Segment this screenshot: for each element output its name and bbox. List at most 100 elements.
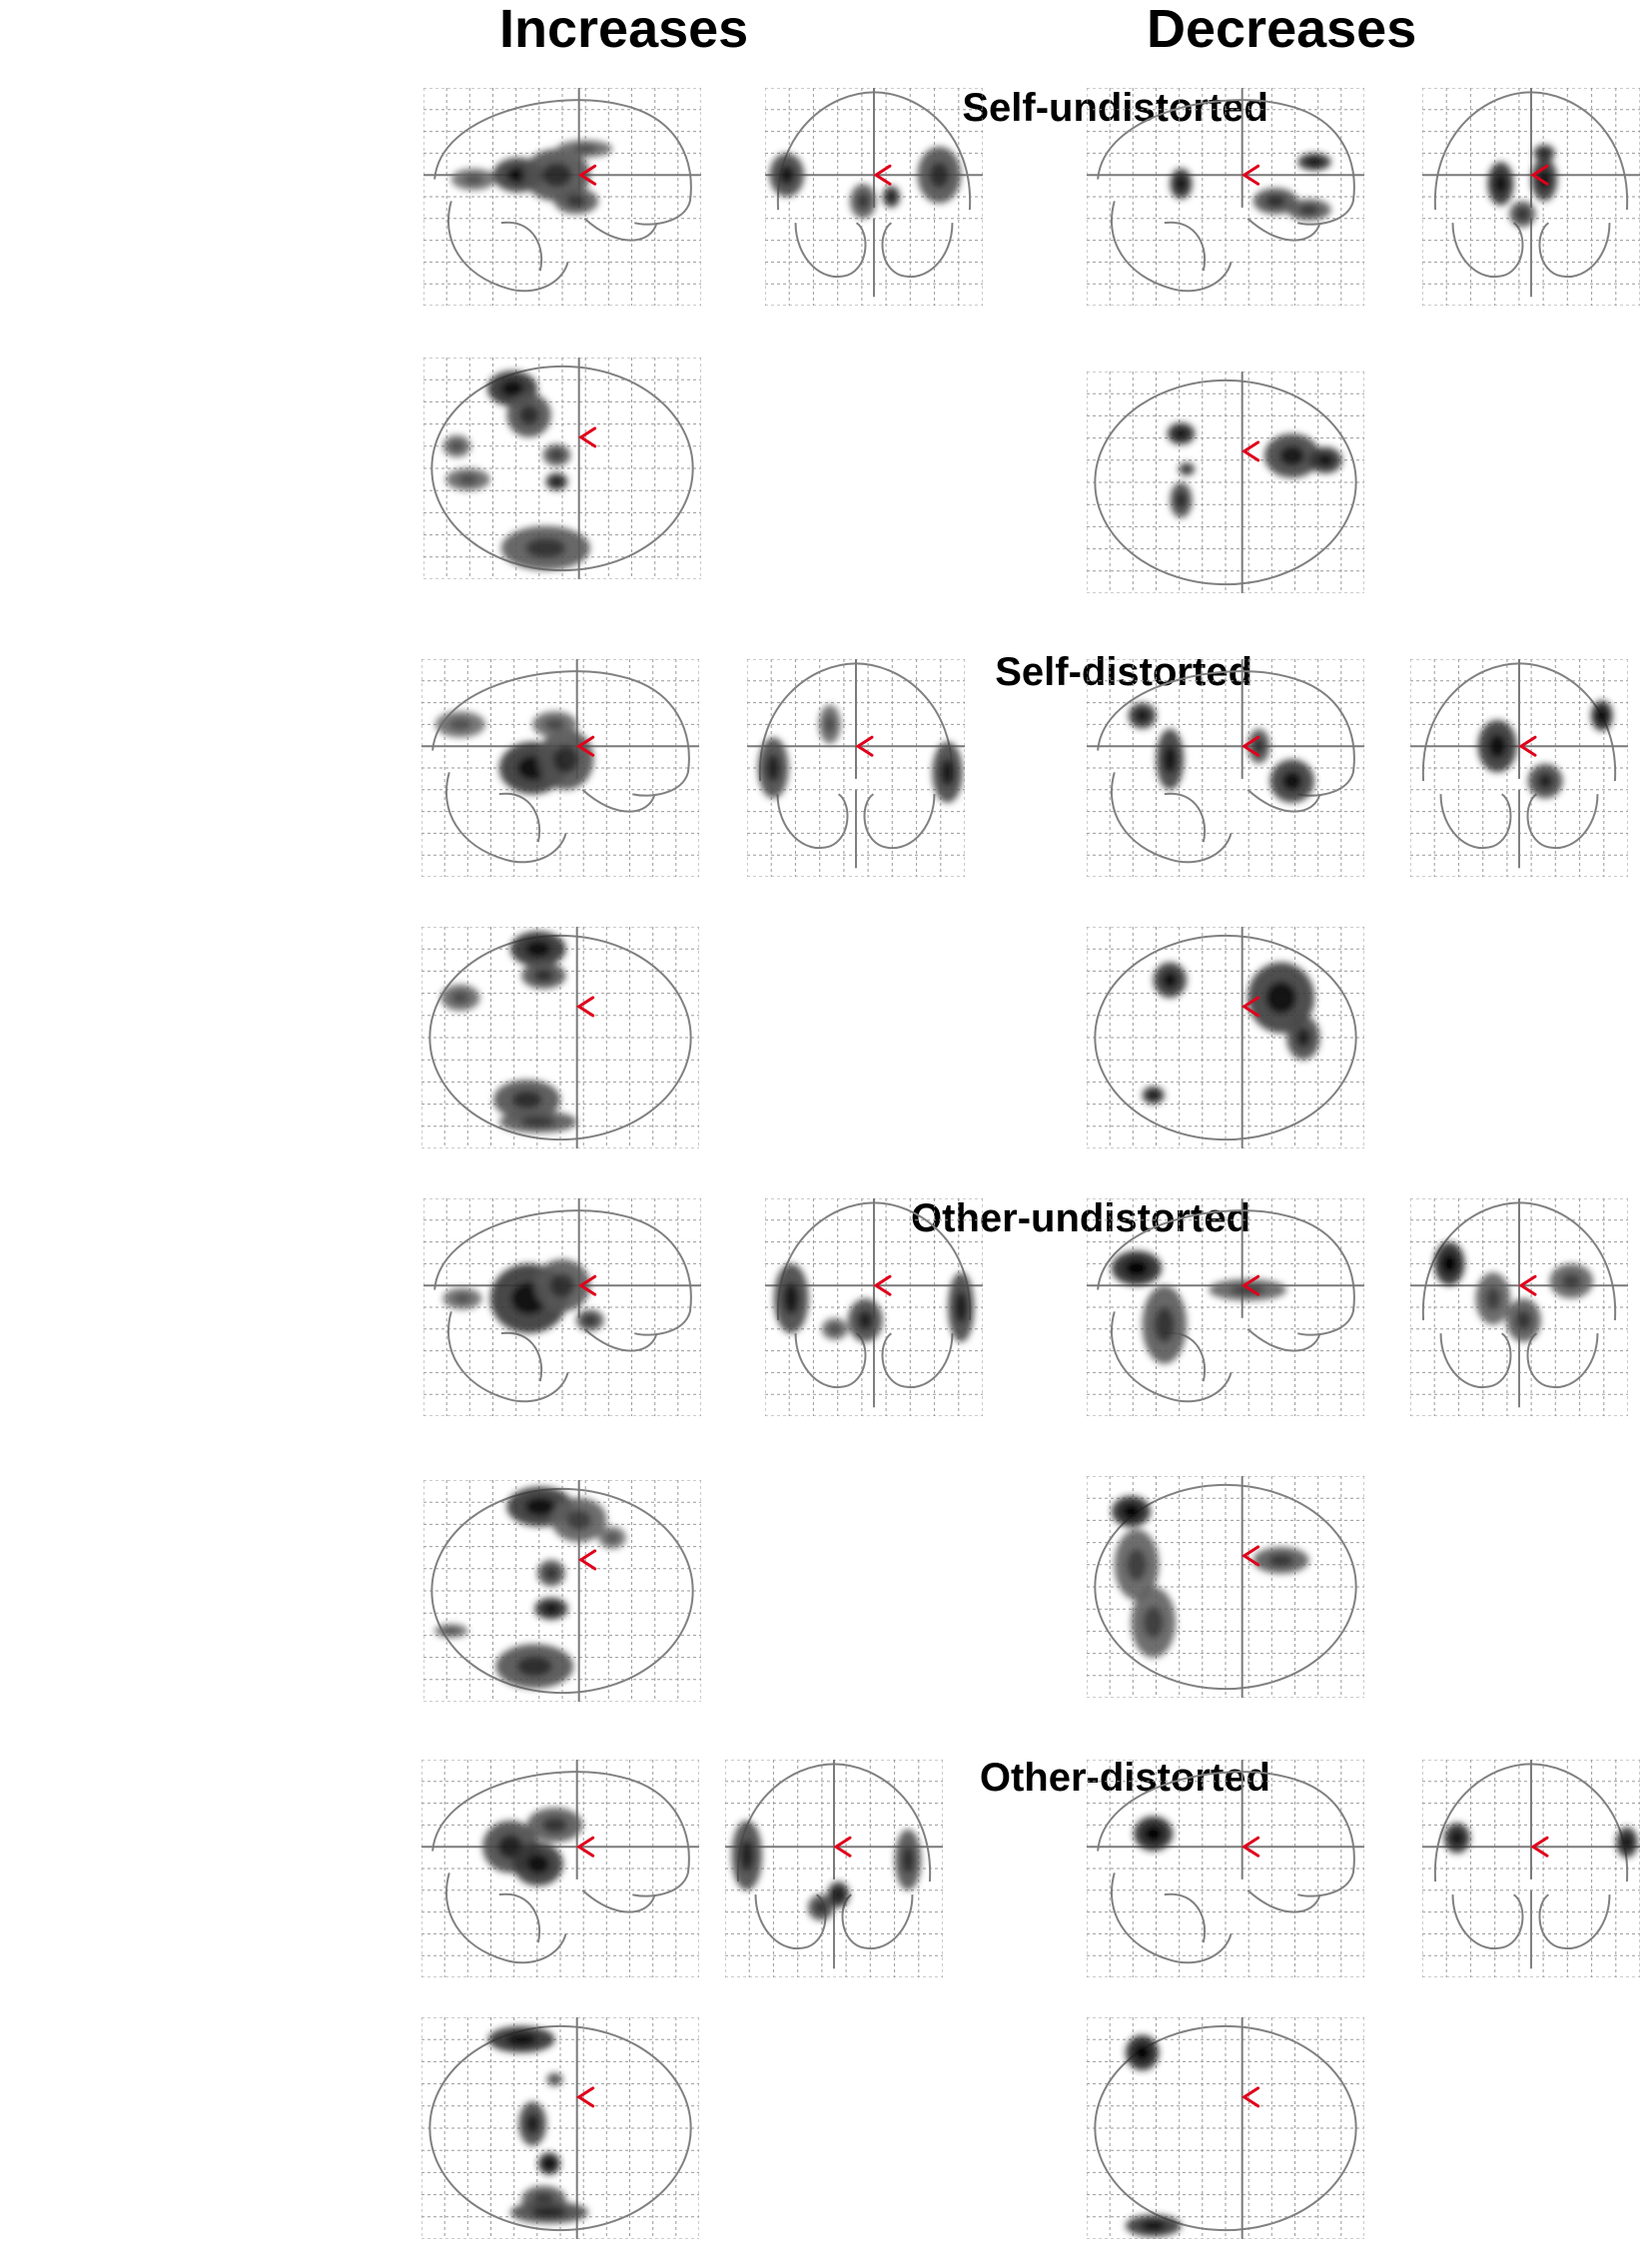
activation-clusters [1170,153,1331,221]
glass-brain-sagittal [421,1760,699,1977]
brain-outline [428,2024,692,2232]
crosshair [1087,659,1364,779]
glass-brain-coronal [1422,1760,1640,1977]
activation-core [1162,972,1178,989]
origin-marker [873,164,892,186]
activation-core [1596,708,1607,723]
activation-core [566,1510,592,1530]
activation-core [551,477,562,486]
activation-core [583,1315,597,1325]
origin-marker [1240,164,1260,186]
activation-clusters [1142,962,1320,1105]
activation-clusters [1128,702,1314,803]
activation-clusters [731,1821,922,1921]
self-distorted-increases-axial-view [421,927,699,1148]
activation-core [1298,205,1319,215]
activation-core [1281,771,1302,791]
origin-marker [577,1549,597,1571]
activation-core [516,1656,552,1677]
activation-core [453,1293,471,1304]
origin-marker [1530,164,1549,186]
activation-clusters [440,931,577,1133]
brain-outline [1094,1483,1357,1691]
origin-marker [577,164,597,186]
activation-core [1144,1826,1163,1842]
activation-core [543,2158,554,2169]
origin-marker [1240,735,1260,757]
brain-outline [1097,670,1355,864]
column-title-increases: Increases [499,0,749,59]
glass-brain-coronal [725,1760,943,1977]
glass-brain-axial [1087,372,1364,593]
activation-core [525,2113,539,2134]
activation-core [450,440,463,451]
other-undistorted-decreases-sagittal-view [1087,1198,1364,1416]
activation-core [1183,465,1191,472]
row-label-self-undistorted: Self-undistorted [962,86,1268,130]
activation-core [443,1628,459,1634]
activation-core [549,1273,575,1297]
glass-brain-sagittal [423,88,701,306]
glass-brain-coronal [1422,88,1640,306]
row-label-other-undistorted: Other-undistorted [911,1196,1250,1240]
grid-lines [1087,1476,1364,1698]
activation-core [1136,709,1149,722]
activation-core [451,992,469,1004]
glass-brain-axial [423,358,701,579]
activation-core [511,1091,542,1110]
activation-core [1176,177,1187,191]
activation-core [857,1310,874,1330]
activation-core [550,449,563,460]
activation-clusters [1125,2034,1182,2237]
activation-core [1317,453,1333,466]
activation-core [940,758,955,787]
activation-core [541,1817,567,1834]
self-distorted-increases-coronal-view [747,659,965,877]
activation-core [1295,1028,1311,1048]
origin-marker [575,2086,595,2108]
activation-clusters [442,371,590,571]
activation-core [766,754,781,782]
brain-outline [1094,934,1357,1141]
crosshair [1087,88,1364,208]
activation-clusters [1433,1241,1594,1342]
glass-brain-axial [423,1480,701,1702]
brain-outline [1097,1209,1355,1403]
glass-brain-sagittal [423,1198,701,1416]
activation-core [1141,2220,1167,2231]
activation-core [1516,208,1529,221]
activation-core [1265,982,1296,1014]
glass-brain-sagittal [1087,1198,1364,1416]
self-distorted-decreases-axial-view [1087,927,1364,1148]
self-undistorted-decreases-sagittal-view [1087,88,1364,306]
brain-outline [428,934,692,1141]
activation-core [457,474,478,485]
other-undistorted-increases-sagittal-view [423,1198,701,1416]
glass-brain-axial [421,927,699,1148]
other-undistorted-increases-coronal-view [765,1198,983,1416]
activation-core [1143,1606,1164,1639]
activation-core [1494,174,1507,194]
activation-clusters [773,1263,975,1342]
other-distorted-increases-axial-view [421,2017,699,2239]
brain-outline [433,99,692,293]
activation-core [1253,738,1264,754]
activation-core [1279,445,1305,466]
other-distorted-increases-coronal-view [725,1760,943,1977]
activation-clusters [1477,700,1613,799]
other-undistorted-decreases-coronal-view [1410,1198,1628,1416]
activation-core [1265,195,1285,208]
origin-marker [577,1274,597,1296]
activation-core [553,745,579,773]
origin-marker [1530,1836,1549,1858]
brain-outline [1094,378,1357,586]
origin-marker [1240,996,1260,1018]
activation-core [1488,734,1506,758]
origin-marker [855,735,874,757]
activation-core [739,1840,754,1872]
activation-core [1164,745,1177,773]
glass-brain-coronal [1410,1198,1628,1416]
brain-outline [1097,1771,1355,1964]
activation-core [448,718,472,731]
activation-core [1268,1554,1294,1567]
